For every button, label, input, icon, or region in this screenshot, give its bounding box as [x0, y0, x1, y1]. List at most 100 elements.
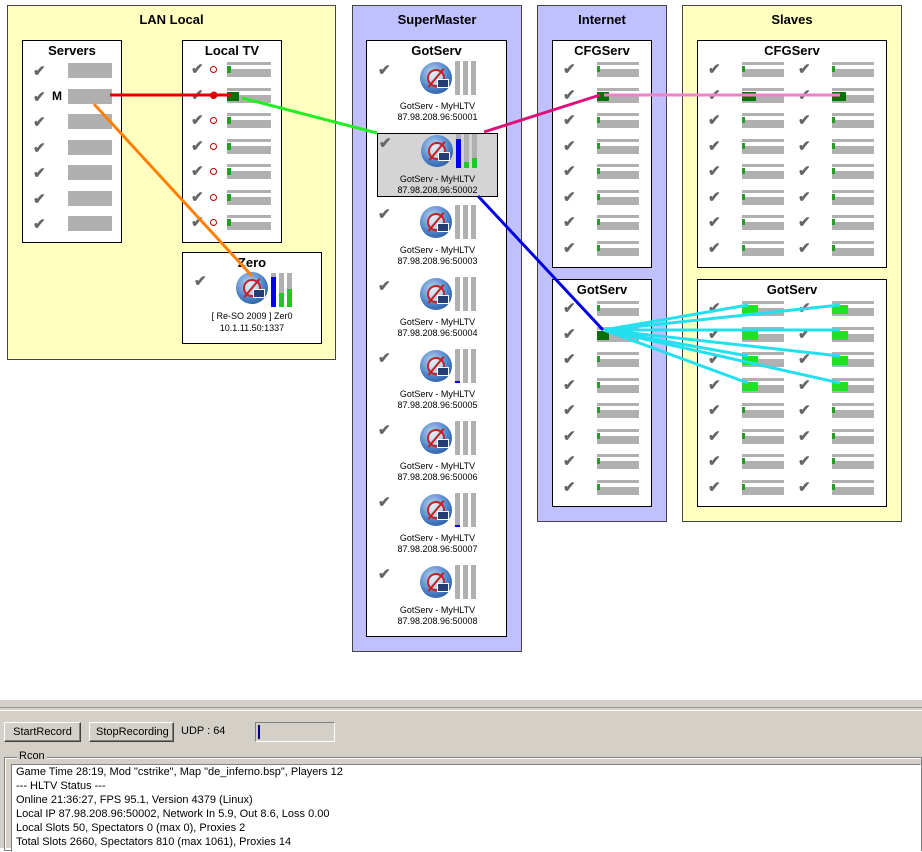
check-icon[interactable]: ✔	[798, 163, 811, 180]
slot-row[interactable]	[742, 240, 784, 256]
slot-row[interactable]	[742, 189, 784, 205]
check-icon[interactable]: ✔	[378, 350, 391, 367]
check-icon[interactable]: ✔	[191, 61, 204, 78]
check-icon[interactable]: ✔	[33, 139, 46, 157]
local-tv-box[interactable]: Local TV ✔✔✔✔✔✔✔	[182, 40, 282, 243]
slot-row[interactable]	[227, 61, 271, 77]
check-icon[interactable]: ✔	[798, 137, 811, 155]
check-icon[interactable]: ✔	[708, 112, 721, 129]
check-icon[interactable]: ✔	[563, 478, 576, 496]
slot-row[interactable]	[68, 139, 112, 156]
start-record-button[interactable]: StartRecord	[4, 722, 81, 742]
check-icon[interactable]: ✔	[33, 165, 46, 182]
check-icon[interactable]: ✔	[798, 478, 811, 496]
slot-row[interactable]	[832, 163, 874, 179]
slot-row[interactable]	[597, 453, 639, 469]
check-icon[interactable]: ✔	[708, 137, 721, 155]
slot-row[interactable]	[742, 214, 784, 230]
check-icon[interactable]: ✔	[708, 478, 721, 496]
hltv-globe-icon[interactable]	[420, 566, 452, 598]
check-icon[interactable]: ✔	[708, 427, 721, 445]
check-icon[interactable]: ✔	[33, 114, 46, 131]
servers-box[interactable]: Servers M ✔✔✔✔✔✔✔	[22, 40, 122, 243]
check-icon[interactable]: ✔	[33, 216, 46, 233]
check-icon[interactable]: ✔	[378, 494, 391, 511]
check-icon[interactable]: ✔	[708, 61, 721, 78]
check-icon[interactable]: ✔	[563, 453, 576, 470]
check-icon[interactable]: ✔	[708, 188, 721, 206]
hltv-globe-icon[interactable]	[421, 135, 453, 167]
check-icon[interactable]: ✔	[563, 214, 576, 231]
slot-row[interactable]	[742, 112, 784, 128]
slot-row[interactable]	[742, 402, 784, 418]
check-icon[interactable]: ✔	[378, 278, 391, 295]
check-icon[interactable]: ✔	[708, 163, 721, 180]
slot-row[interactable]	[742, 138, 784, 154]
slot-row[interactable]	[832, 189, 874, 205]
check-icon[interactable]: ✔	[191, 112, 204, 129]
slot-row[interactable]	[597, 479, 639, 495]
slot-row[interactable]	[832, 326, 874, 342]
check-icon[interactable]: ✔	[563, 325, 576, 343]
hltv-globe-icon[interactable]	[420, 494, 452, 526]
slot-row[interactable]	[227, 163, 271, 179]
slot-row[interactable]	[742, 479, 784, 495]
check-icon[interactable]: ✔	[563, 351, 576, 368]
slot-row[interactable]	[832, 240, 874, 256]
slot-row[interactable]	[597, 87, 639, 103]
check-icon[interactable]: ✔	[708, 239, 721, 257]
check-icon[interactable]: ✔	[378, 62, 391, 79]
check-icon[interactable]: ✔	[563, 376, 576, 394]
slot-row[interactable]	[597, 377, 639, 393]
slot-row[interactable]	[742, 453, 784, 469]
slot-row[interactable]	[832, 214, 874, 230]
slot-row[interactable]	[597, 112, 639, 128]
check-icon[interactable]: ✔	[378, 206, 391, 223]
hltv-globe-icon[interactable]	[236, 272, 268, 304]
check-icon[interactable]: ✔	[563, 188, 576, 206]
slot-row[interactable]	[597, 61, 639, 77]
check-icon[interactable]: ✔	[798, 427, 811, 445]
slot-row[interactable]	[832, 351, 874, 367]
check-icon[interactable]: ✔	[798, 188, 811, 206]
check-icon[interactable]: ✔	[563, 61, 576, 78]
slot-row[interactable]	[227, 189, 271, 205]
check-icon[interactable]: ✔	[563, 86, 576, 104]
slot-row[interactable]	[832, 138, 874, 154]
slot-row[interactable]	[742, 377, 784, 393]
check-icon[interactable]: ✔	[798, 112, 811, 129]
check-icon[interactable]: ✔	[563, 300, 576, 317]
check-icon[interactable]: ✔	[563, 163, 576, 180]
slot-row[interactable]	[742, 61, 784, 77]
check-icon[interactable]: ✔	[563, 402, 576, 419]
slot-row[interactable]	[832, 428, 874, 444]
check-icon[interactable]: ✔	[708, 453, 721, 470]
slot-row[interactable]	[227, 138, 271, 154]
slot-row[interactable]	[832, 300, 874, 316]
slaves-cfgserv-box[interactable]: CFGServ ✔✔✔✔✔✔✔✔✔✔✔✔✔✔✔✔	[697, 40, 887, 268]
zero-box[interactable]: Zero ✔ [ Re-SO 2009 ] Zer0 10.1.11.50:13…	[182, 252, 322, 344]
internet-cfgserv-box[interactable]: CFGServ ✔✔✔✔✔✔✔✔	[552, 40, 652, 268]
internet-gotserv-box[interactable]: GotServ ✔✔✔✔✔✔✔✔	[552, 279, 652, 507]
rcon-output[interactable]: Game Time 28:19, Mod "cstrike", Map "de_…	[11, 764, 921, 852]
slot-row[interactable]	[68, 88, 112, 105]
slot-row[interactable]	[832, 112, 874, 128]
slot-row[interactable]	[68, 63, 112, 79]
check-icon[interactable]: ✔	[798, 214, 811, 231]
slot-row[interactable]	[597, 300, 639, 316]
slot-row[interactable]	[742, 326, 784, 342]
check-icon[interactable]: ✔	[563, 239, 576, 257]
slot-row[interactable]	[68, 190, 112, 207]
check-icon[interactable]: ✔	[708, 376, 721, 394]
slot-row[interactable]	[742, 163, 784, 179]
hltv-globe-icon[interactable]	[420, 350, 452, 382]
check-icon[interactable]: ✔	[798, 61, 811, 78]
slot-row[interactable]	[742, 428, 784, 444]
